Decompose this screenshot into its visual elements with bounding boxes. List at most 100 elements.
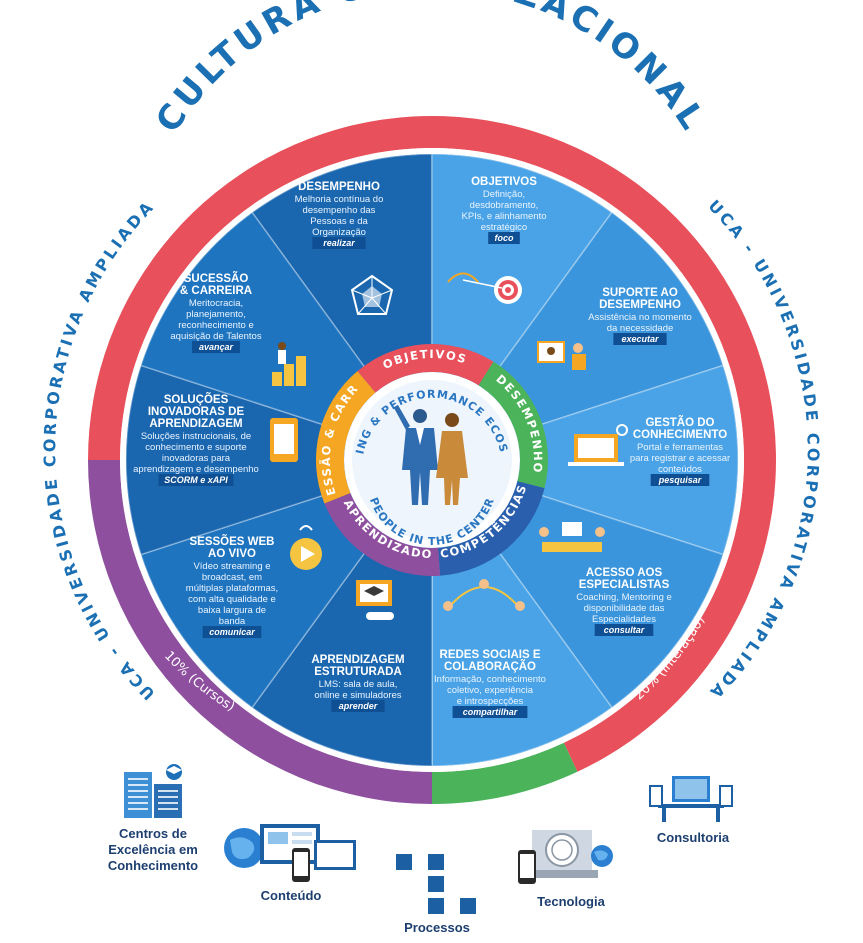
segment-desc: banda xyxy=(219,616,246,627)
segment-desc: múltiplas plataformas, xyxy=(186,583,278,594)
segment-tag-box xyxy=(158,474,234,486)
segment-tag-box xyxy=(650,474,710,486)
consulting-icon xyxy=(649,776,733,822)
segment-desc: conteúdos xyxy=(658,464,702,475)
segment-desc: Especialidades xyxy=(592,614,656,625)
ring-label-experiencia: 70% (Experiência) xyxy=(370,87,493,108)
segment-9: SUCESSÃO& CARREIRAMeritocracia,planejame… xyxy=(170,272,262,353)
segment-desc: Coaching, Mentoring e xyxy=(576,592,672,603)
video-call-icon xyxy=(537,341,586,370)
outer-ring-cursos xyxy=(88,460,432,804)
segment-title: & CARREIRA xyxy=(180,285,252,297)
segment-title: SOLUÇÕES xyxy=(164,393,229,406)
segment-title: REDES SOCIAIS E xyxy=(440,649,541,661)
segment-tag: foco xyxy=(495,233,515,243)
inner-ring-segment xyxy=(324,492,441,576)
outer-ring-interacao xyxy=(432,742,578,804)
segment-desc: planejamento, xyxy=(186,309,246,320)
segment-title: APRENDIZAGEM xyxy=(149,418,242,430)
segment-desc: inovadoras para xyxy=(162,453,231,464)
bottom-label-conteudo: Conteúdo xyxy=(260,888,322,903)
segment-desc: com alta qualidade e xyxy=(188,594,276,605)
segment-title: INOVADORAS DE xyxy=(148,406,245,418)
segment-tag: comunicar xyxy=(209,627,255,637)
segment-title: DESEMPENHO xyxy=(298,181,380,193)
buildings-icon xyxy=(124,764,182,818)
segment-desc: broadcast, em xyxy=(202,572,262,583)
segment-title: ESPECIALISTAS xyxy=(579,579,670,591)
segment-title: GESTÃO DO xyxy=(645,416,714,429)
segment-desc: e introspecções xyxy=(457,696,524,707)
bottom-label-consultoria: Consultoria xyxy=(656,830,730,845)
segment-tag-box xyxy=(452,706,528,718)
play-button-icon xyxy=(290,525,322,570)
segment-desc: aquisição de Talentos xyxy=(170,331,261,342)
segment-desc: coletivo, experiência xyxy=(447,685,534,696)
inner-ring-segment xyxy=(357,343,494,393)
segment-desc: estratégico xyxy=(481,222,527,233)
meeting-icon xyxy=(539,522,605,552)
segment-tag: executar xyxy=(621,334,659,344)
segment-desc: baixa largura de xyxy=(198,605,266,616)
segment-title: APRENDIZAGEM xyxy=(311,654,404,666)
segment-tag-box xyxy=(488,232,520,244)
segment-desc: Informação, conhecimento xyxy=(434,674,546,685)
segment-icons xyxy=(270,272,628,620)
segment-desc: para registrar e acessar xyxy=(630,453,730,464)
segment-desc: Definição, xyxy=(483,189,525,200)
segment-tag: compartilhar xyxy=(463,707,518,717)
segment-tag: avançar xyxy=(199,342,234,352)
segment-tag-box xyxy=(594,624,654,636)
segment-title: COLABORAÇÃO xyxy=(444,660,536,673)
segment-tag: aprender xyxy=(339,701,378,711)
tablet-icon xyxy=(270,418,298,462)
target-icon xyxy=(447,272,522,304)
segment-title: CONHECIMENTO xyxy=(633,429,727,441)
segment-desc: reconhecimento e xyxy=(178,320,254,331)
segment-title: SUPORTE AO xyxy=(602,287,678,299)
segment-tag: pesquisar xyxy=(658,475,702,485)
segment-desc: aprendizagem e desempenho xyxy=(133,464,259,475)
segment-title: ESTRUTURADA xyxy=(314,666,402,678)
segment-title: DESEMPENHO xyxy=(599,299,681,311)
segment-desc: conhecimento e suporte xyxy=(145,442,246,453)
career-steps-icon xyxy=(272,342,306,386)
graduation-icon xyxy=(356,580,394,620)
segment-tag: realizar xyxy=(323,238,355,248)
content-devices-icon xyxy=(224,824,356,882)
segment-title: ACESSO AOS xyxy=(586,567,663,579)
segment-title: AO VIVO xyxy=(208,548,256,560)
segment-tag-box xyxy=(312,237,366,249)
segment-tag-box xyxy=(331,700,385,712)
segment-tag-box xyxy=(192,341,240,353)
segment-tag-box xyxy=(613,333,667,345)
processes-icon xyxy=(396,854,476,914)
segment-tag-box xyxy=(202,626,262,638)
segment-desc: Vídeo streaming e xyxy=(193,561,270,572)
segment-desc: da necessidade xyxy=(607,323,674,334)
inner-ring-segment xyxy=(478,361,548,489)
segment-tag: consultar xyxy=(604,625,645,635)
segment-title: SESSÕES WEB xyxy=(190,535,275,548)
segment-desc: Meritocracia, xyxy=(189,298,243,309)
segment-title: SUCESSÃO xyxy=(184,272,249,285)
segment-desc: disponibilidade das xyxy=(584,603,665,614)
segment-desc: Portal e ferramentas xyxy=(637,442,723,453)
technology-icon xyxy=(518,830,613,884)
radar-icon xyxy=(350,274,394,315)
segment-desc: Pessoas e da xyxy=(310,216,368,227)
segment-desc: KPIs, e alinhamento xyxy=(461,211,546,222)
segment-desc: online e simuladores xyxy=(314,690,401,701)
people-illustration xyxy=(394,405,468,505)
